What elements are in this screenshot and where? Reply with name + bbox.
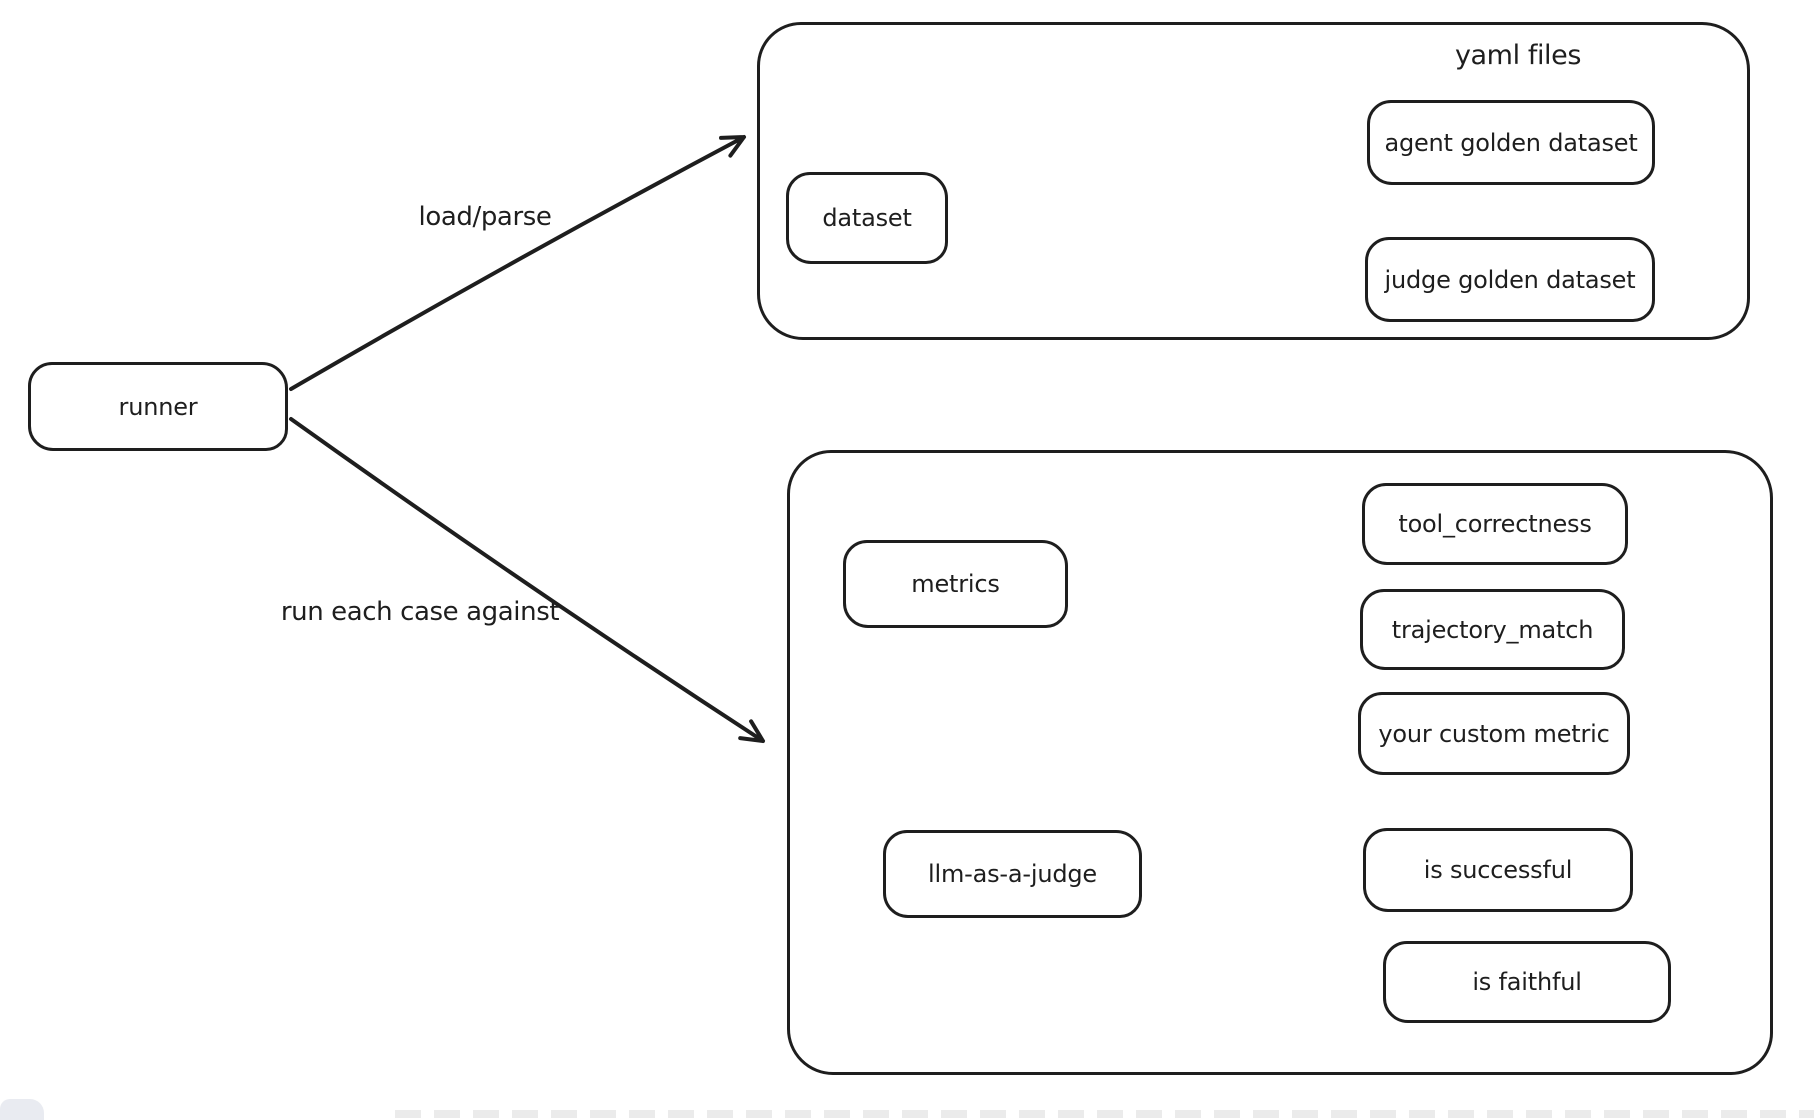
cropped-footer-pill: [0, 1099, 44, 1120]
arrow-runner-to-eval-group: [289, 417, 765, 743]
node-judge-golden-dataset-label: judge golden dataset: [1384, 265, 1636, 294]
node-llm-as-a-judge-label: llm-as-a-judge: [928, 860, 1097, 888]
node-tool-correctness: tool_correctness: [1362, 483, 1628, 565]
node-judge-golden-dataset: judge golden dataset: [1365, 237, 1655, 322]
node-agent-golden-dataset-label: agent golden dataset: [1384, 128, 1638, 157]
node-is-faithful-label: is faithful: [1472, 968, 1582, 996]
node-metrics: metrics: [843, 540, 1068, 628]
group-yaml-files-label: yaml files: [1454, 40, 1582, 71]
node-is-successful: is successful: [1363, 828, 1633, 912]
node-agent-golden-dataset: agent golden dataset: [1367, 100, 1655, 185]
node-dataset: dataset: [786, 172, 948, 264]
node-runner-label: runner: [118, 392, 198, 421]
node-metrics-label: metrics: [911, 570, 1000, 598]
arrow-runner-to-yaml-group: [289, 135, 746, 391]
node-is-successful-label: is successful: [1423, 856, 1573, 884]
node-dataset-label: dataset: [822, 204, 912, 232]
node-trajectory-match-label: trajectory_match: [1391, 615, 1594, 644]
node-runner: runner: [28, 362, 288, 451]
edge-label-run-each-case-against: run each case against: [280, 597, 560, 627]
node-your-custom-metric-label: your custom metric: [1378, 719, 1610, 748]
edge-label-load-parse: load/parse: [418, 202, 552, 232]
node-your-custom-metric: your custom metric: [1358, 692, 1630, 775]
node-tool-correctness-label: tool_correctness: [1398, 510, 1592, 538]
node-llm-as-a-judge: llm-as-a-judge: [883, 830, 1142, 918]
node-is-faithful: is faithful: [1383, 941, 1671, 1023]
node-trajectory-match: trajectory_match: [1360, 589, 1625, 670]
